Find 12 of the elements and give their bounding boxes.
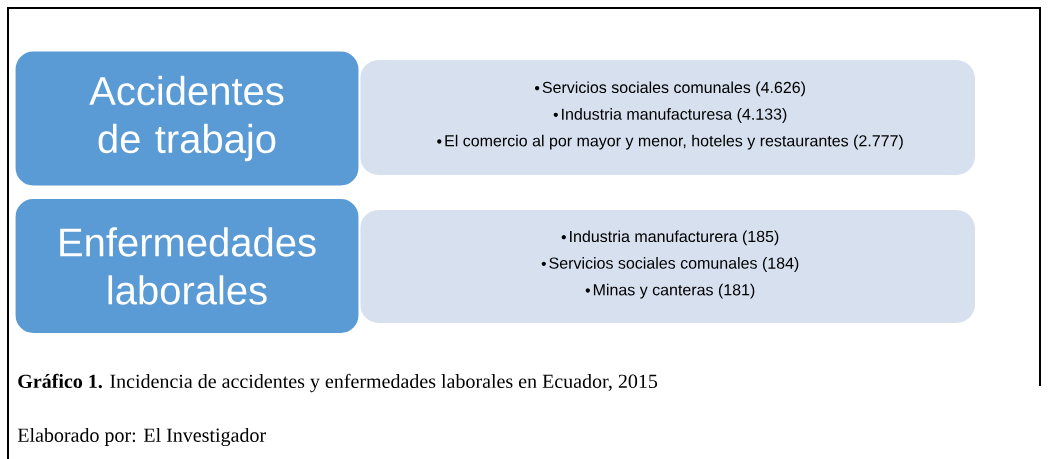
heading-box: Accidentes de trabajo: [13, 49, 361, 188]
list-item: Servicios sociales comunales (184): [549, 257, 799, 272]
note: Elaborado por: El Investigador: [17, 427, 266, 447]
list-item: Industria manufacturera (185): [570, 230, 779, 246]
list-item: Minas y canteras (181): [593, 283, 755, 299]
heading-box: Enfermedades laborales: [13, 197, 361, 335]
list-item: Industria manufacturesa (4.133): [562, 108, 787, 123]
list-box: [360, 60, 975, 175]
list-item: Servicios sociales comunales (4.626): [542, 81, 805, 97]
caption: Gráfico 1. Incidencia de accidentes y enfermedades laborales en Ecuador, 2015: [18, 373, 658, 393]
list-item: El comercio al por mayor y menor, hoteles y restaurantes (2.777): [445, 134, 903, 150]
list-box: [360, 210, 975, 323]
